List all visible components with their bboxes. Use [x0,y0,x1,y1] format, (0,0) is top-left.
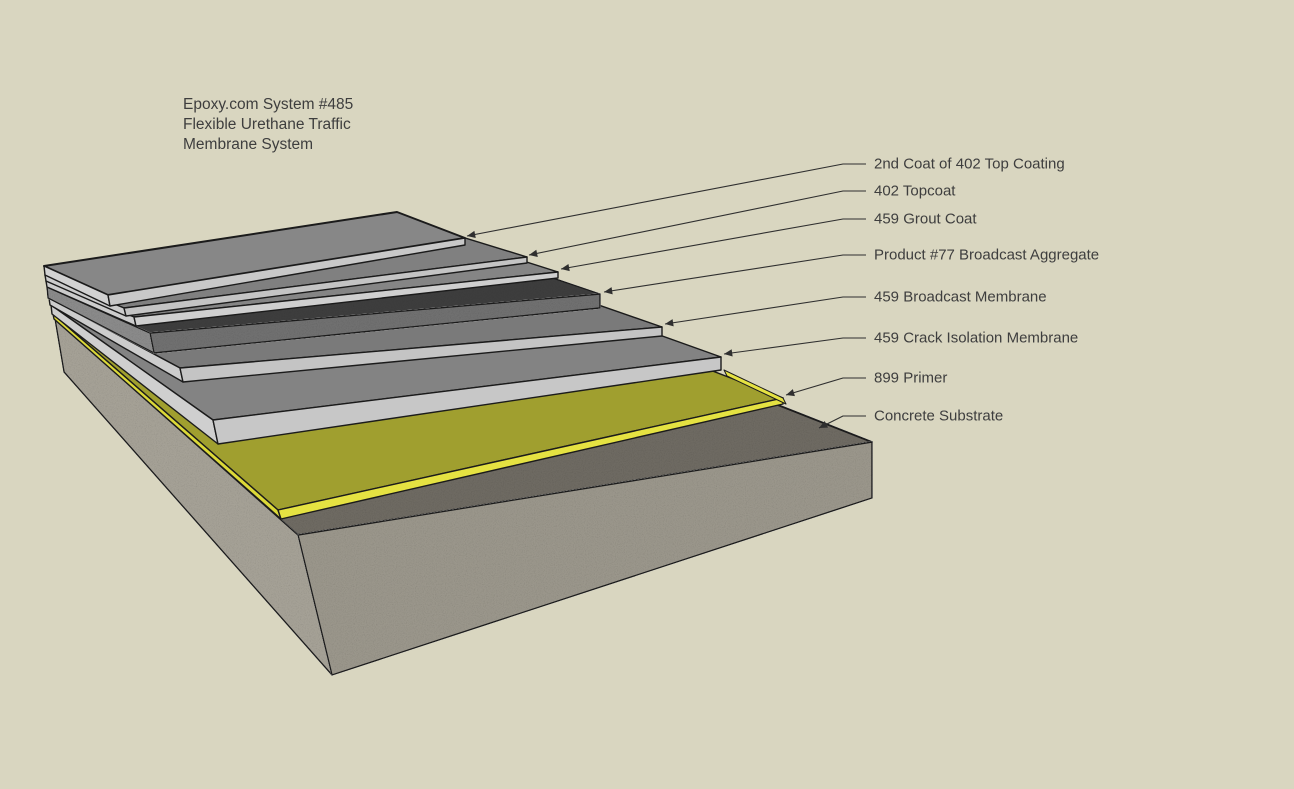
concrete-substrate-front-face [297,441,873,676]
layer-label-3: Product #77 Broadcast Aggregate [874,246,1100,264]
leader-line-4 [664,296,866,325]
leader-arrowhead-2 [561,263,570,272]
459-broadcast-membrane-front-face [179,326,663,383]
459-grout-coat-front-face [133,271,559,327]
title-block: Epoxy.com System #485 Flexible Urethane … [183,95,353,155]
402-topcoat-front-face [123,256,528,317]
leader-arrowhead-1 [529,249,538,257]
leader-arrowhead-6 [786,389,795,397]
layer-label-6: 899 Primer [874,369,948,387]
layer-label-4: 459 Broadcast Membrane [874,288,1047,306]
leader-arrowhead-5 [724,349,733,357]
leader-arrowhead-3 [604,287,613,295]
layer-label-0: 2nd Coat of 402 Top Coating [874,155,1065,173]
leader-line-6 [785,377,866,396]
2nd-coat-of-402-top-coating-front-face [107,237,466,307]
primer-edge-sliver [723,369,787,405]
title-line-1: Epoxy.com System #485 [183,96,354,113]
899-primer-front-face [277,397,784,520]
leader-arrowhead-7 [819,421,828,428]
leader-line-2 [560,218,866,270]
layer-label-1: 402 Topcoat [874,182,956,200]
leader-line-0 [466,163,866,237]
product-77-broadcast-aggregate-front-face [149,293,601,354]
layer-label-2: 459 Grout Coat [874,210,977,228]
title-line-3: Membrane System [183,136,314,153]
leader-line-7 [818,415,866,429]
leader-arrowhead-0 [467,230,476,239]
leader-line-3 [603,254,866,293]
459-crack-isolation-membrane-front-face [212,356,722,445]
layer-label-5: 459 Crack Isolation Membrane [874,329,1079,347]
layer-label-7: Concrete Substrate [874,407,1004,425]
leader-arrowhead-4 [665,319,674,327]
title-line-2: Flexible Urethane Traffic [183,116,351,133]
leader-line-5 [723,337,866,355]
leader-line-1 [528,190,866,256]
